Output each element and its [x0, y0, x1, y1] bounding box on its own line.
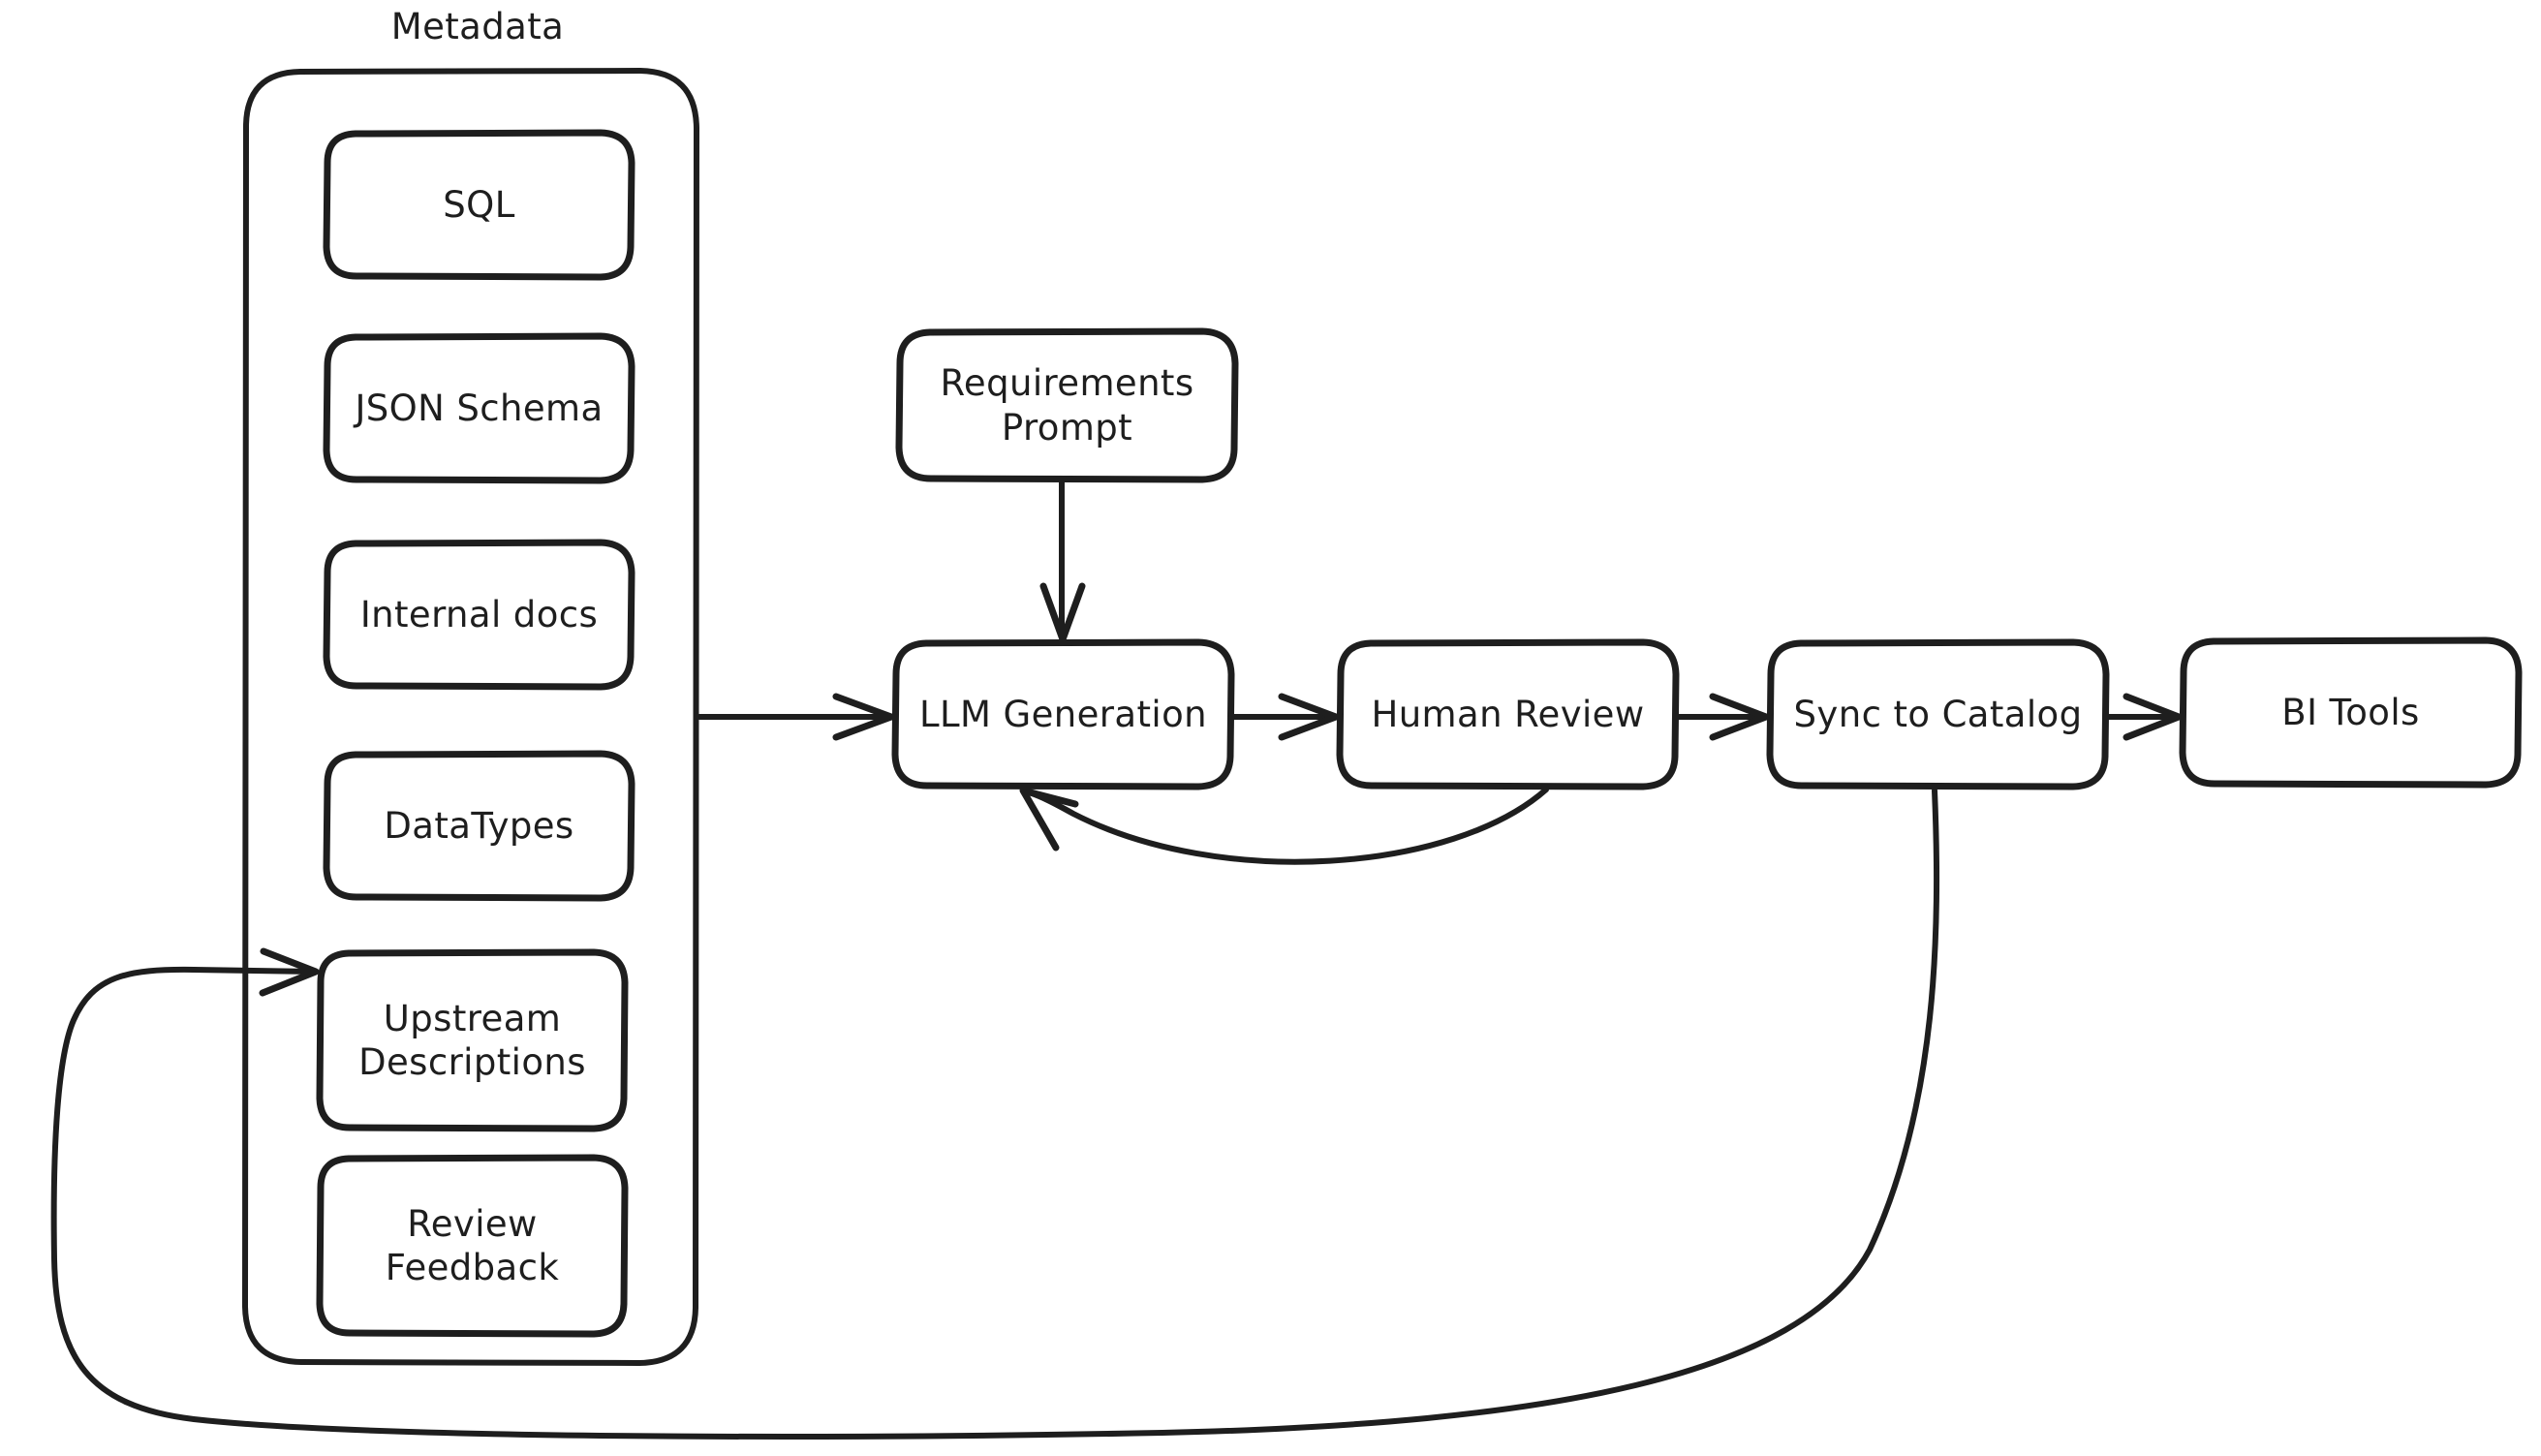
- node-human-review[interactable]: [1340, 642, 1676, 787]
- edge-review-to-sync: [1676, 693, 1770, 741]
- metadata-item-json-schema[interactable]: [326, 336, 632, 480]
- edge-metadata-to-llm: [697, 693, 895, 741]
- edge-prompt-to-llm: [1039, 479, 1086, 643]
- node-requirements-prompt-shape[interactable]: [895, 327, 1239, 483]
- metadata-item-datatypes[interactable]: [326, 754, 632, 898]
- metadata-item-sql-shape[interactable]: [323, 129, 635, 281]
- node-sync-to-catalog-shape[interactable]: [1766, 638, 2110, 790]
- metadata-item-review-feedback-shape[interactable]: [316, 1154, 629, 1338]
- node-human-review-shape[interactable]: [1336, 638, 1680, 790]
- metadata-item-upstream-descriptions[interactable]: [320, 952, 625, 1129]
- edge-llm-to-review: [1231, 693, 1340, 741]
- node-llm-generation[interactable]: [895, 642, 1231, 787]
- node-requirements-prompt[interactable]: [899, 331, 1235, 480]
- metadata-item-internal-docs-shape[interactable]: [323, 539, 635, 691]
- metadata-item-datatypes-shape[interactable]: [323, 750, 635, 902]
- node-llm-generation-shape[interactable]: [891, 638, 1235, 790]
- metadata-item-review-feedback[interactable]: [320, 1158, 625, 1334]
- edge-sync-to-bi: [2106, 693, 2183, 741]
- metadata-item-json-schema-shape[interactable]: [323, 332, 635, 484]
- node-bi-tools-shape[interactable]: [2179, 636, 2523, 789]
- edge-review-back-to-llm: [1019, 787, 1549, 865]
- metadata-item-upstream-descriptions-shape[interactable]: [316, 948, 629, 1132]
- node-bi-tools[interactable]: [2183, 640, 2519, 785]
- edge-sync-back-to-upstream: [50, 788, 1940, 1440]
- node-sync-to-catalog[interactable]: [1770, 642, 2106, 787]
- metadata-item-sql[interactable]: [326, 133, 632, 277]
- metadata-item-internal-docs[interactable]: [326, 542, 632, 687]
